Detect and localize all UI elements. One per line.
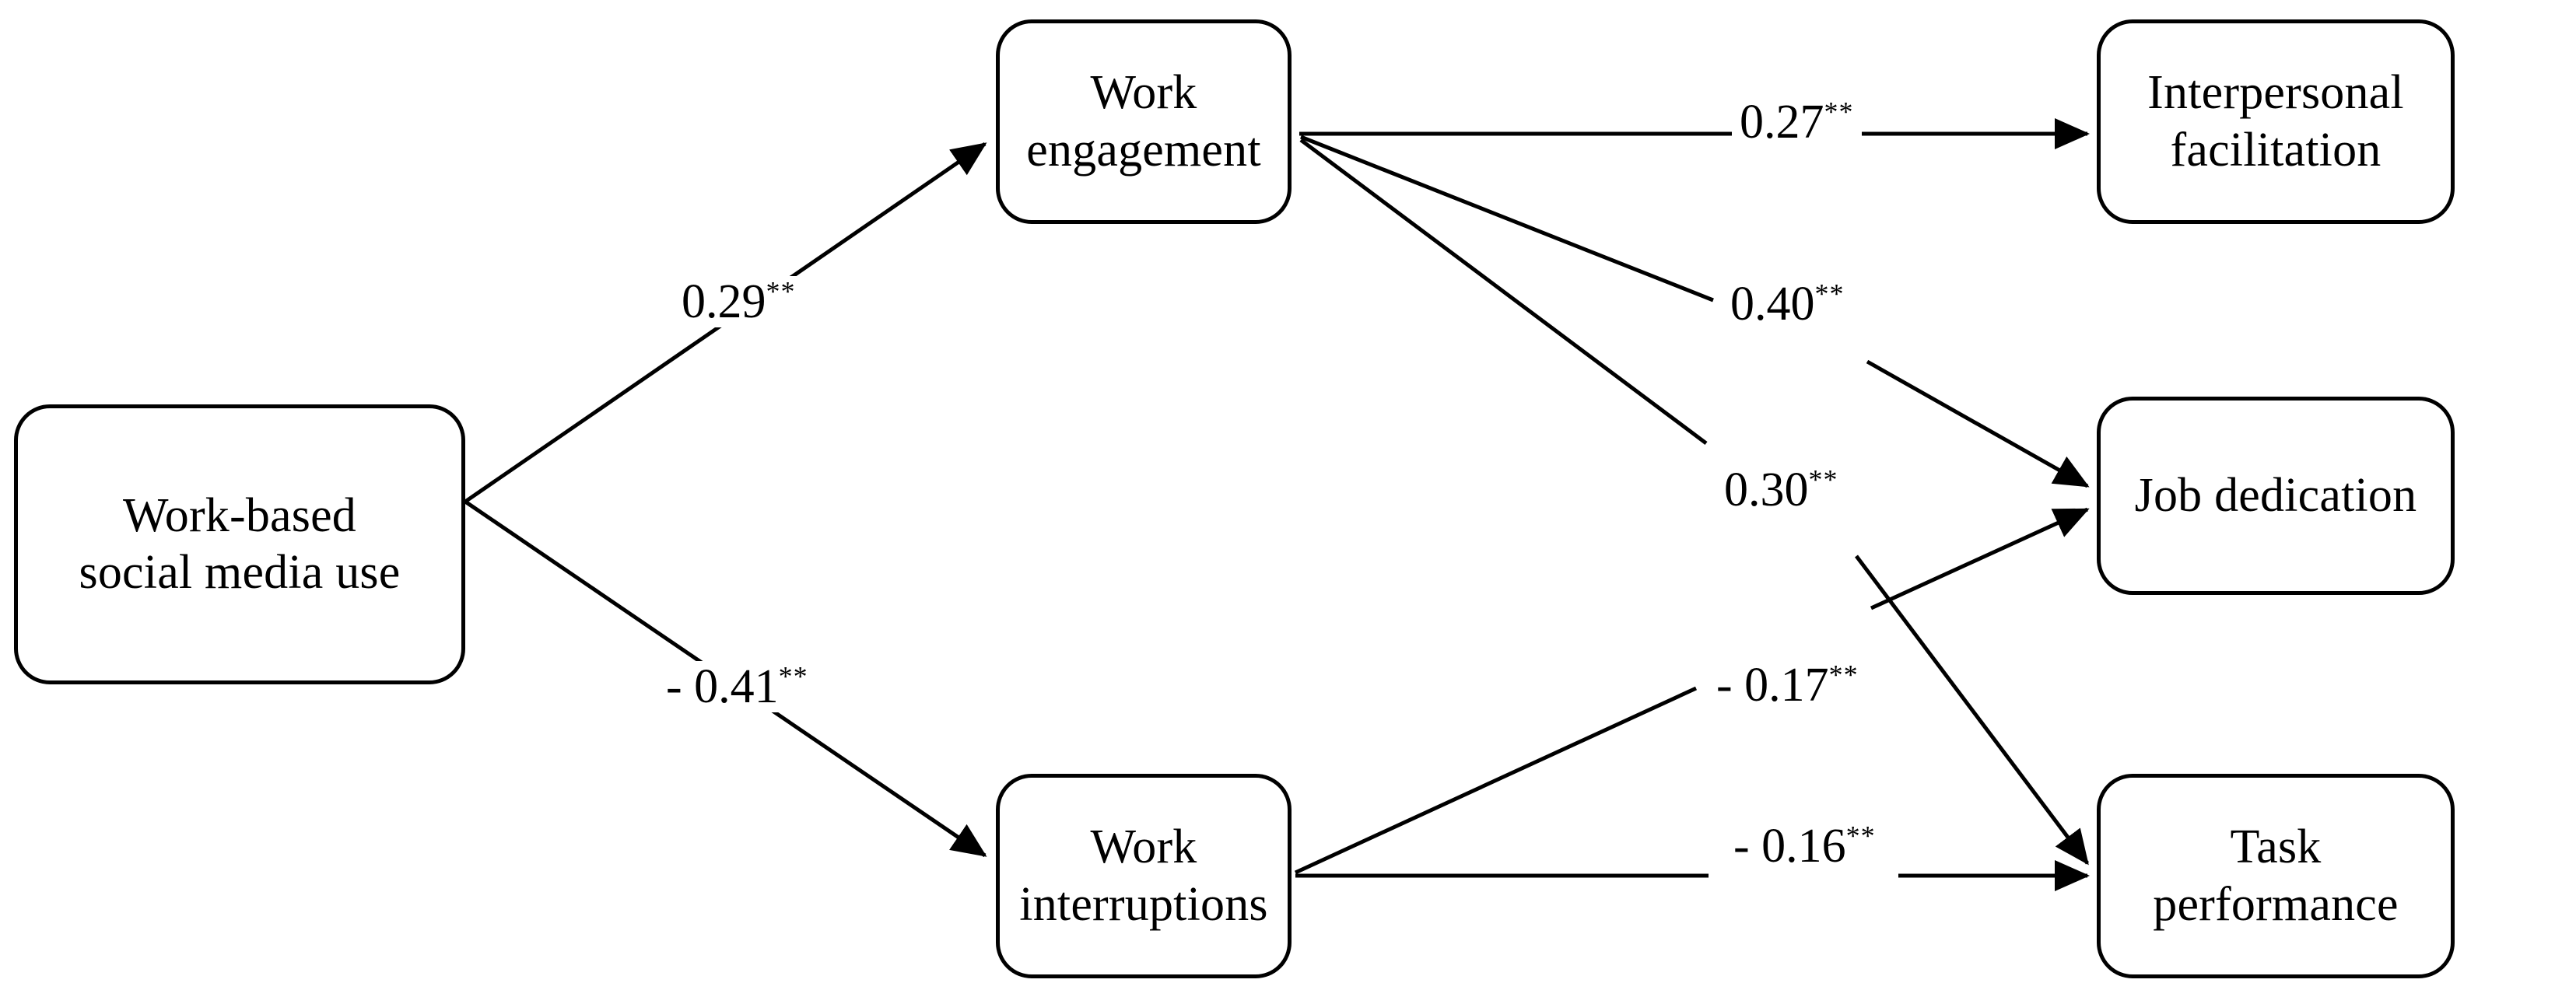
edge-significance-marker: ** [1808,464,1838,495]
edge-line-wi-to-jd-a [1294,686,1698,875]
edge-significance-marker: ** [1814,278,1845,310]
edge-line-we-to-jd-b [1866,359,2090,488]
edge-label-wsm-wi: - 0.41** [658,661,816,712]
edge-line-we-to-tp-b [1855,554,2089,866]
edge-coefficient-value: - 0.16 [1733,820,1846,873]
node-label-if: Interpersonal facilitation [2147,66,2404,177]
node-job-dedication[interactable]: Job dedication [2097,397,2455,595]
edge-label-wi-jd: - 0.17** [1709,659,1866,711]
edge-line-wi-to-jd-b [1870,507,2090,610]
edge-significance-marker: ** [778,660,808,692]
edge-lines [464,118,2091,891]
node-work-engagement[interactable]: Work engagement [996,19,1292,224]
edge-line-we-to-jd-a [1300,135,1714,303]
edge-coefficient-value: - 0.17 [1716,659,1829,712]
edge-significance-marker: ** [766,275,796,307]
node-label-wi: Work interruptions [1019,820,1268,931]
edge-label-wsm-we: 0.29** [674,276,804,327]
node-label-tp: Task performance [2153,820,2399,931]
node-label-wsm: Work-based social media use [79,488,401,599]
node-work-interruptions[interactable]: Work interruptions [996,774,1292,978]
node-task-performance[interactable]: Task performance [2097,774,2455,978]
edge-coefficient-value: 0.27 [1740,96,1824,149]
edge-label-we-if: 0.27** [1732,96,1862,148]
edge-coefficient-value: - 0.41 [666,660,779,713]
edge-coefficient-value: 0.30 [1724,464,1809,516]
node-interpersonal-facilitation[interactable]: Interpersonal facilitation [2097,19,2455,224]
edge-label-wi-tp: - 0.16** [1726,820,1884,872]
edge-line-we-to-tp-a [1299,138,1708,446]
edge-significance-marker: ** [1824,96,1854,128]
node-label-we: Work engagement [1026,66,1261,177]
node-work-based-social-media-use[interactable]: Work-based social media use [14,404,465,684]
edge-coefficient-value: 0.40 [1730,278,1815,331]
edge-label-we-jd: 0.40** [1723,278,1852,330]
node-label-jd: Job dedication [2134,468,2417,522]
edge-coefficient-value: 0.29 [682,275,766,328]
edge-label-we-tp: 0.30** [1716,464,1846,516]
edge-significance-marker: ** [1845,820,1876,852]
edge-significance-marker: ** [1828,659,1859,691]
